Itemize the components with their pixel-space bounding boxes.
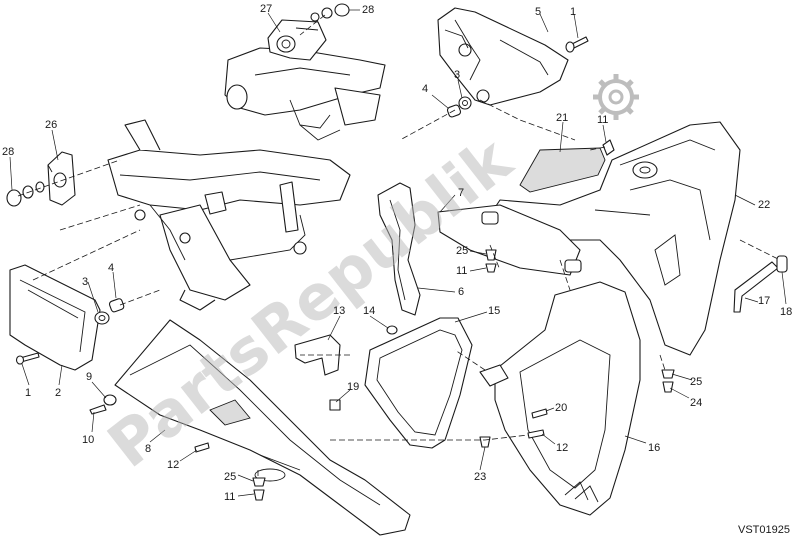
callout-labels: 27 28 5 1 4 3 21 11 26 28 7 22 25 11 3 4… [2,3,792,503]
callout-label: 1 [25,387,31,399]
duct-6 [377,182,421,316]
callout-label: 24 [690,397,702,409]
callout-label: 15 [488,305,500,317]
spacer-4-left [108,298,125,313]
callout-label: 28 [2,146,14,158]
callout-label: 27 [260,3,272,15]
callout-label: 3 [454,69,460,81]
callout-label: 1 [570,6,576,18]
grommet-28-top [310,3,350,22]
bushing-3-top [458,96,472,110]
callout-label: 23 [474,471,486,483]
callout-label: 25 [456,245,468,257]
callout-label: 2 [55,387,61,399]
callout-label: 14 [363,305,375,317]
bracket-26 [47,151,76,206]
fastener-20 [531,408,548,419]
fastener-11-upper [485,263,497,273]
callout-label: 7 [458,187,464,199]
callout-label: 5 [535,6,541,18]
fastener-9-10 [89,394,117,415]
callout-label: 11 [456,265,467,277]
callout-label: 11 [597,114,608,126]
panel-7 [437,204,582,276]
fastener-12-right [527,429,545,439]
grommet-28-left [6,181,45,207]
callout-label: 4 [422,83,428,95]
callout-label: 26 [45,119,57,131]
grommet-18 [776,255,788,273]
assembly-lines [17,14,781,478]
leader-lines [9,9,787,497]
callout-label: 17 [758,295,770,307]
bolt-1-left [15,352,40,365]
callout-label: 4 [108,262,114,274]
callout-label: 10 [82,434,94,446]
grille-frame-15 [364,317,473,449]
callout-label: 21 [556,112,568,124]
callout-label: 22 [758,199,770,211]
lower-fairing-8 [114,319,411,536]
callout-label: 12 [556,442,568,454]
callout-label: 8 [145,443,151,455]
callout-label: 3 [82,276,88,288]
callout-label: 25 [690,376,702,388]
callout-label: 9 [86,371,92,383]
callout-label: 18 [780,306,792,318]
bolt-11-right [602,139,615,156]
side-fairing-16 [479,281,641,516]
fastener-25-11-bottom [252,477,266,501]
callout-label: 6 [458,286,464,298]
callout-label: 20 [555,402,567,414]
fastener-19 [329,399,341,411]
callout-label: 11 [224,491,235,503]
bracket-17 [733,261,779,313]
bracket-27 [267,19,327,61]
insulation-21 [519,147,606,193]
callout-label: 28 [362,4,374,16]
frame-outline [107,47,386,311]
fastener-25-upper [485,249,497,261]
callout-label: 16 [648,442,660,454]
callout-label: 25 [224,471,236,483]
bushing-3-left [94,311,110,325]
callout-label: 19 [347,381,359,393]
fastener-25-24 [661,369,675,393]
fairing-22 [489,121,741,356]
cover-5 [437,7,569,106]
fastener-12-lower [194,442,210,453]
side-cover-2 [9,264,101,371]
drawing-code: VST01925 [738,524,790,536]
fastener-23 [479,436,491,448]
bolt-1-top [565,36,589,53]
callout-label: 12 [167,459,179,471]
gear-icon [593,74,639,120]
callout-label: 13 [333,305,345,317]
fastener-14 [386,325,398,335]
